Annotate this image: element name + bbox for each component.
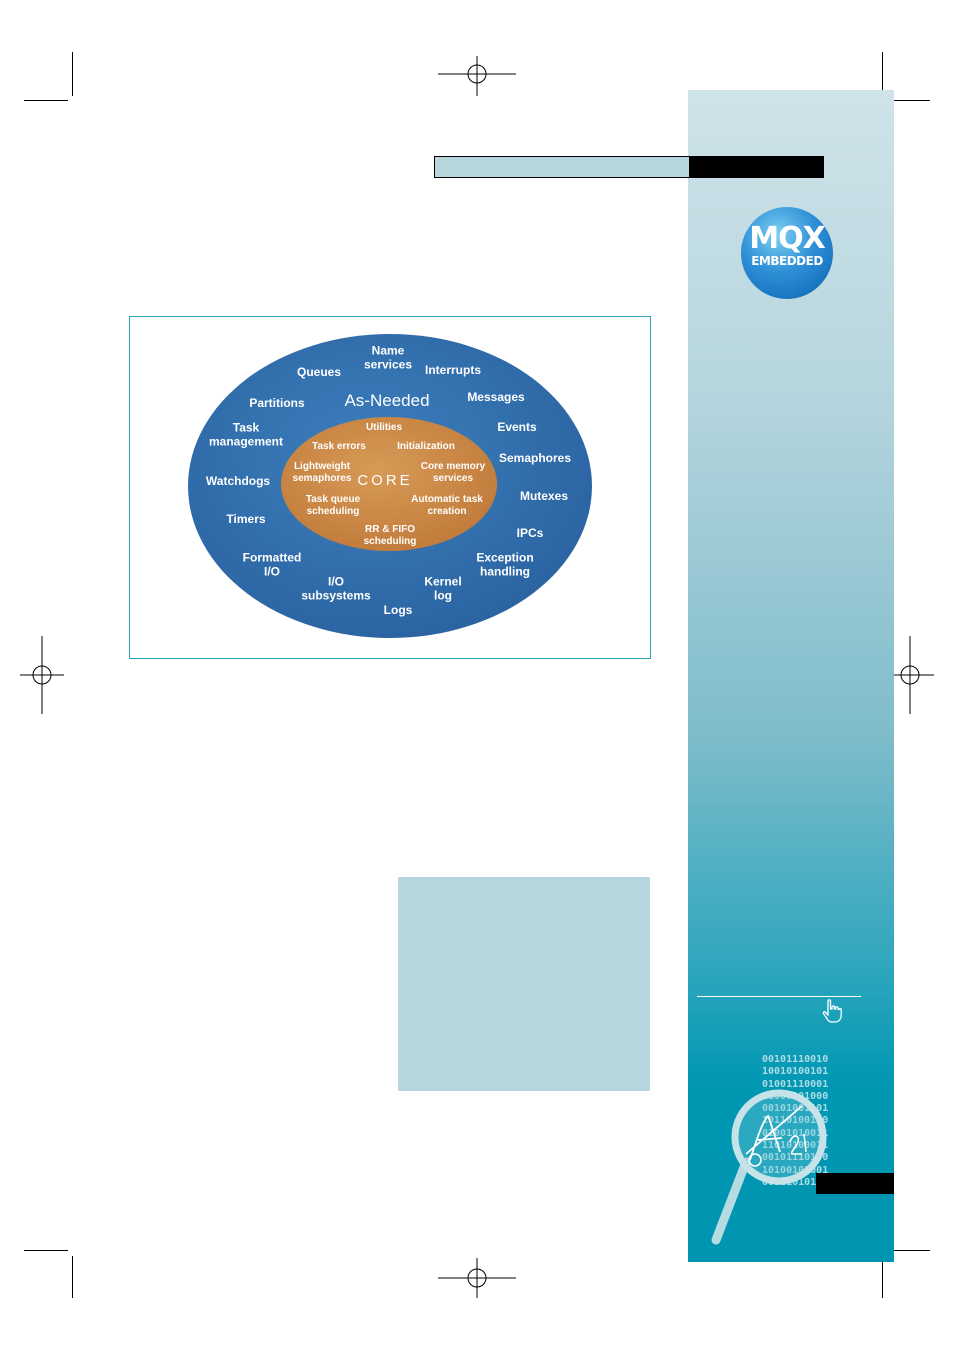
outer-feature-label-11: IPCs bbox=[516, 525, 544, 540]
outer-feature-label-7: Semaphores bbox=[498, 450, 572, 465]
registration-mark-top bbox=[438, 56, 516, 96]
outer-feature-label-2: Interrupts bbox=[424, 362, 482, 377]
binary-line: 01001010011 bbox=[762, 1128, 862, 1140]
logo-line-2: EMBEDDED bbox=[751, 254, 823, 268]
registration-mark-right bbox=[890, 636, 934, 714]
core-ellipse bbox=[281, 417, 497, 551]
sidebar-rule bbox=[697, 996, 861, 997]
crop-mark bbox=[882, 1256, 883, 1298]
crop-mark bbox=[72, 1256, 73, 1298]
core-feature-label-1: Task errors bbox=[312, 441, 366, 452]
core-feature-label-2: Initialization bbox=[397, 441, 455, 452]
magnifier-icon bbox=[711, 1089, 827, 1245]
mqx-embedded-logo: MQX EMBEDDED bbox=[741, 207, 833, 299]
binary-line: 00111010101 bbox=[762, 1176, 829, 1188]
callout-box bbox=[398, 877, 650, 1091]
outer-feature-label-3: Partitions bbox=[249, 395, 305, 410]
crop-mark bbox=[72, 52, 73, 96]
binary-line: 10110100100 bbox=[762, 1115, 862, 1127]
crop-mark bbox=[24, 1250, 68, 1251]
logo-line-1: MQX bbox=[749, 221, 826, 256]
outer-feature-label-1: Queues bbox=[296, 364, 342, 379]
header-bar-tab bbox=[690, 156, 824, 178]
crop-mark bbox=[888, 1250, 930, 1251]
binary-line: 00101001101 bbox=[762, 1103, 862, 1115]
pointing-hand-icon bbox=[822, 999, 842, 1023]
binary-line: 10010100101 bbox=[762, 1066, 829, 1078]
registration-mark-bottom bbox=[438, 1258, 516, 1298]
binary-line: 00101110100 bbox=[762, 1152, 862, 1164]
outer-feature-label-4: Messages bbox=[467, 389, 525, 404]
header-bar bbox=[434, 156, 690, 178]
registration-mark-left bbox=[20, 636, 64, 714]
binary-line: 01001110001 bbox=[762, 1078, 829, 1090]
folio-tab bbox=[816, 1173, 894, 1194]
outer-feature-label-16: Logs bbox=[383, 602, 413, 617]
outer-feature-label-10: Timers bbox=[226, 511, 266, 526]
core-title: CORE bbox=[357, 472, 413, 489]
crop-mark bbox=[888, 100, 930, 101]
core-feature-label-0: Utilities bbox=[365, 422, 403, 433]
diagram-ellipses bbox=[188, 334, 592, 638]
binary-line: 00101110010 bbox=[762, 1054, 829, 1065]
crop-mark bbox=[882, 52, 883, 96]
outer-feature-label-9: Mutexes bbox=[519, 488, 569, 503]
outer-feature-label-6: Events bbox=[497, 419, 537, 434]
binary-line: 11010100011 bbox=[762, 1140, 862, 1152]
outer-feature-label-8: Watchdogs bbox=[205, 473, 271, 488]
crop-mark bbox=[24, 100, 68, 101]
as-needed-title: As-Needed bbox=[344, 390, 430, 410]
